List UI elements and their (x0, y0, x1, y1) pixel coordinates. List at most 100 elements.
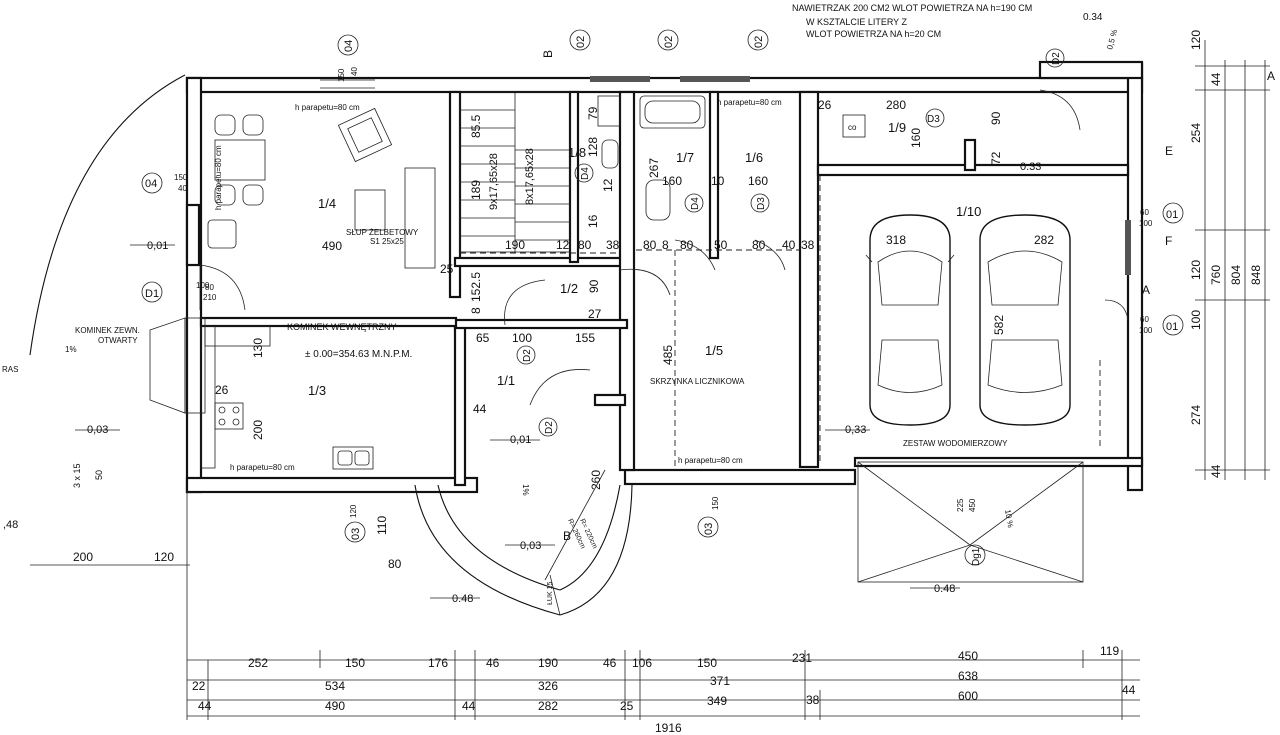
section-markers: 04 04 02 02 02 01 01 03 03 D1 D2 D2 D2 D… (141, 29, 1275, 566)
tag-150-left: 150 (174, 173, 188, 182)
room-1-2: 1/2 (560, 281, 578, 296)
tag-210: 210 (203, 293, 217, 302)
room-1-10: 1/10 (956, 204, 981, 219)
marker-b-bottom: B (563, 529, 571, 543)
slope-05: 0,5 % (1105, 28, 1119, 50)
dim-b2-1: 534 (325, 679, 345, 693)
exterior-walls (185, 60, 1144, 494)
arc-label: ŁUK 15 (547, 582, 554, 605)
dimension-lines-right (1195, 40, 1270, 480)
dim-i-44: 44 (473, 402, 487, 416)
dim-b1-5: 46 (603, 656, 617, 670)
marker-d4-b: D4 (690, 197, 701, 210)
parapet-living: h parapetu=80 cm (295, 103, 360, 112)
marker-f: F (1165, 234, 1172, 248)
tag-80h: 80 (205, 283, 214, 292)
parapet-kitchen: h parapetu=80 cm (230, 463, 295, 472)
dim-b2-2: 326 (538, 679, 558, 693)
tag-120h: 120 (349, 504, 358, 518)
dim-i-490: 490 (322, 239, 342, 253)
dim-b3-4: 25 (620, 699, 634, 713)
marker-02-b: 02 (663, 36, 675, 48)
dim-b1-7: 150 (697, 656, 717, 670)
entrance-arcs (414, 469, 633, 616)
level-003-b: 0,03 (520, 540, 541, 552)
dim-i-25: 25 (440, 262, 454, 276)
marker-d2-b: D2 (544, 421, 555, 434)
dim-i-855: 85.5 (469, 114, 483, 138)
tag-40-left: 40 (178, 184, 187, 193)
dim-b1-6: 106 (632, 656, 652, 670)
dimension-lines-bottom (30, 490, 1140, 720)
dim-b3-3: 282 (538, 699, 558, 713)
tag-40-top: 40 (350, 67, 359, 76)
dim-i-10: 10 (711, 174, 725, 188)
dim-r-100: 100 (1189, 310, 1203, 330)
dim-i-27: 27 (588, 307, 602, 321)
room-1-1: 1/1 (497, 373, 515, 388)
dim-b1-10: 119 (1100, 644, 1119, 658)
dim-i-100: 100 (512, 331, 532, 345)
dim-r-804: 804 (1229, 265, 1243, 285)
dim-r-848: 848 (1249, 265, 1263, 285)
dim-b2-0: 22 (192, 679, 206, 693)
dim-i-90: 90 (989, 111, 1003, 125)
dim-b3-2: 44 (462, 699, 476, 713)
room-1-8: 1/8 (568, 145, 586, 160)
dim-r-44b: 44 (1209, 464, 1223, 478)
dim-i-1525: 152.5 (469, 272, 483, 302)
dim-b1-2: 176 (428, 656, 448, 670)
dim-i-26: 26 (818, 98, 832, 112)
column-note: SŁUP ŻELBETOWY (346, 228, 419, 237)
marker-d3-a: D3 (756, 197, 767, 210)
slope-034: 0.34 (1083, 12, 1103, 23)
stairs-label-b: 8x17,65x28 (524, 148, 536, 205)
vent-note: NAWIETRZAK 200 CM2 WLOT POWIETRZA NA h=1… (792, 3, 1032, 13)
armchair (337, 107, 393, 163)
parapet-side: h parapetu=80 cm (214, 145, 223, 210)
dim-b1-3: 46 (486, 656, 500, 670)
dim-i-12b: 12 (601, 178, 615, 192)
dim-r-760: 760 (1209, 265, 1223, 285)
parapet-garage: h parapetu=80 cm (678, 456, 743, 465)
annotations: NAWIETRZAK 200 CM2 WLOT POWIETRZA NA h=1… (2, 3, 1119, 605)
dim-left-80: 80 (388, 557, 402, 571)
marker-02-a: 02 (575, 36, 587, 48)
dim-left-200: 200 (73, 550, 93, 564)
marker-b-top: B (541, 50, 555, 58)
dim-b2-4: 638 (958, 669, 978, 683)
terrace-label: RAS (2, 365, 18, 374)
dim-b1-1: 150 (345, 656, 365, 670)
dim-i-260: 260 (589, 470, 603, 490)
dining-set (207, 114, 266, 249)
percent-10: 10 % (1003, 509, 1015, 529)
dim-b2-3: 371 (710, 674, 730, 688)
dim-i-40: 40 (782, 238, 796, 252)
dim-i-190: 190 (505, 238, 525, 252)
dim-i-160: 160 (909, 128, 923, 148)
staircase: 9x17,65x28 8x17,65x28 (459, 91, 571, 253)
marker-03-b: 03 (703, 523, 715, 535)
doors (199, 89, 1129, 406)
fifty: 50 (94, 470, 104, 480)
dim-i-582: 582 (992, 315, 1006, 335)
dim-b3-7: 600 (958, 689, 978, 703)
dim-i-280: 280 (886, 98, 906, 112)
room-1-6: 1/6 (745, 150, 763, 165)
sofa (354, 167, 436, 269)
fireplace-outer-2: OTWARTY (98, 336, 138, 345)
marker-e: E (1165, 144, 1173, 158)
dim-i-72: 72 (989, 151, 1003, 165)
tag-60b: 60 (1140, 315, 1149, 324)
windows-top (320, 76, 1131, 275)
dim-b3-6: 38 (806, 693, 820, 707)
level-003-a: 0,03 (87, 424, 108, 436)
tag-60: 60 (1140, 208, 1149, 217)
room-1-5: 1/5 (705, 343, 723, 358)
room-1-3: 1/3 (308, 383, 326, 398)
car-right (979, 214, 1071, 426)
dim-r-254: 254 (1189, 123, 1203, 143)
percent-1-entry: 1% (521, 484, 530, 496)
dim-i-80: 80 (578, 238, 592, 252)
